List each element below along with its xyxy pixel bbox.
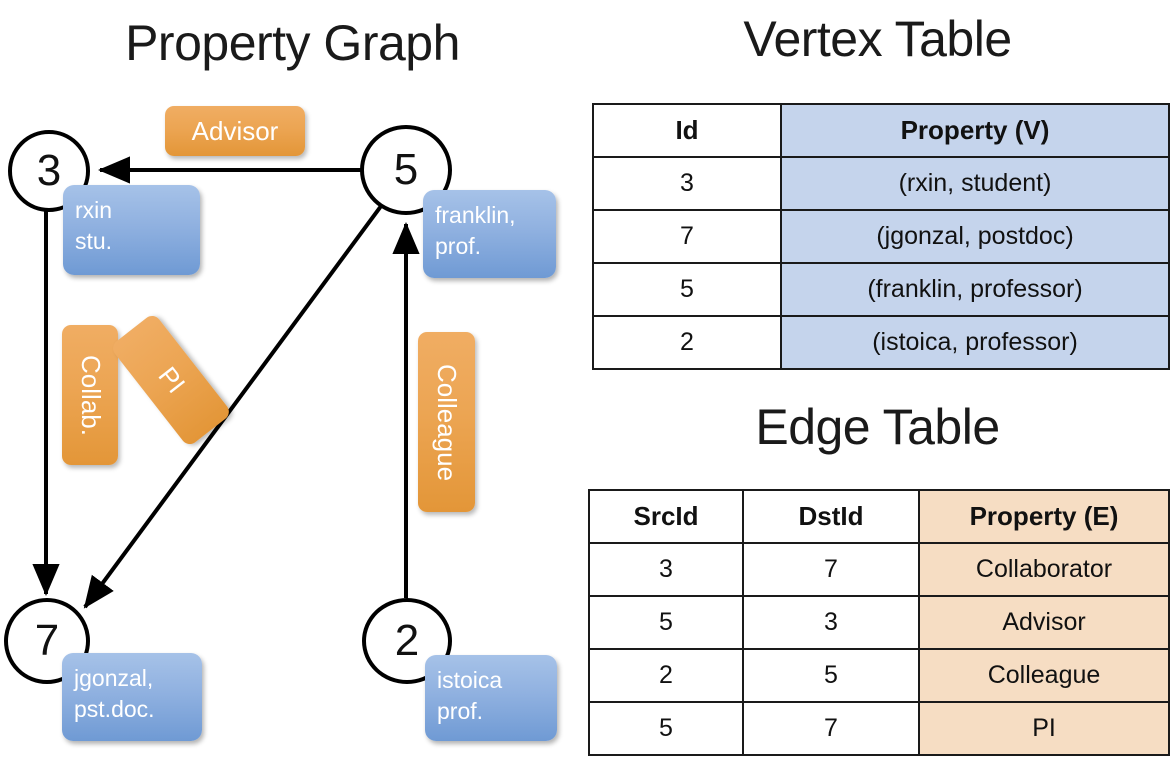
edge-cell-srcid: 5 — [588, 595, 744, 650]
vertex-table: Id Property (V) 3 (rxin, student) 7 (jgo… — [592, 103, 1170, 370]
node-property-box-istoica[interactable]: istoica prof. — [425, 655, 557, 741]
node-property-box-rxin[interactable]: rxin stu. — [63, 185, 200, 275]
node-property-jgonzal-line2: pst.doc. — [74, 696, 155, 723]
table-row[interactable]: 2 (istoica, professor) — [592, 315, 1170, 370]
edge-cell-property: Advisor — [918, 595, 1170, 650]
node-property-franklin-line2: prof. — [435, 233, 482, 260]
table-row[interactable]: 2 5 Colleague — [588, 648, 1170, 703]
node-property-rxin-line2: stu. — [75, 228, 113, 255]
node-property-istoica-line2: prof. — [437, 698, 484, 725]
node-property-istoica-line1: istoica — [437, 667, 503, 693]
page-title-vertex-table: Vertex Table — [743, 11, 1012, 67]
vertex-cell-id: 3 — [592, 156, 782, 211]
edge-label-collab-text: Collab. — [75, 354, 106, 436]
edge-table-header-dstid: DstId — [742, 489, 920, 544]
graph-node-2[interactable]: 2 — [362, 598, 452, 684]
graph-node-2-label: 2 — [394, 616, 420, 665]
table-row[interactable]: 3 7 Collaborator — [588, 542, 1170, 597]
edge-label-colleague[interactable]: Colleague — [418, 332, 475, 512]
page-title-property-graph: Property Graph — [125, 15, 460, 71]
edge-label-advisor[interactable]: Advisor — [165, 106, 305, 156]
edge-label-colleague-text: Colleague — [432, 363, 462, 481]
edge-cell-dstid: 3 — [742, 595, 920, 650]
edge-cell-property: Collaborator — [918, 542, 1170, 597]
graph-node-5[interactable]: 5 — [360, 125, 452, 215]
vertex-cell-id: 2 — [592, 315, 782, 370]
edge-cell-property: PI — [918, 701, 1170, 756]
vertex-cell-property: (jgonzal, postdoc) — [780, 209, 1170, 264]
node-property-jgonzal-line1: jgonzal, — [74, 665, 154, 691]
edge-5-to-7 — [83, 200, 386, 609]
edge-cell-property: Colleague — [918, 648, 1170, 703]
table-row[interactable]: 7 (jgonzal, postdoc) — [592, 209, 1170, 264]
graph-node-3-label: 3 — [36, 146, 62, 195]
edge-table-header-row: SrcId DstId Property (E) — [588, 489, 1170, 544]
edge-label-collab[interactable]: Collab. — [62, 325, 118, 465]
edge-table-header-srcid: SrcId — [588, 489, 744, 544]
node-property-franklin-line1: franklin, — [435, 202, 516, 228]
edge-cell-dstid: 5 — [742, 648, 920, 703]
table-row[interactable]: 3 (rxin, student) — [592, 156, 1170, 211]
node-property-box-jgonzal[interactable]: jgonzal, pst.doc. — [62, 653, 202, 741]
edge-cell-srcid: 5 — [588, 701, 744, 756]
vertex-cell-id: 5 — [592, 262, 782, 317]
vertex-cell-id: 7 — [592, 209, 782, 264]
vertex-cell-property: (franklin, professor) — [780, 262, 1170, 317]
page-title-edge-table: Edge Table — [755, 399, 1000, 455]
edge-table-header-property: Property (E) — [918, 489, 1170, 544]
graph-node-5-label: 5 — [393, 145, 419, 194]
edge-label-advisor-text: Advisor — [191, 115, 279, 146]
node-property-box-franklin[interactable]: franklin, prof. — [423, 190, 556, 278]
vertex-cell-property: (istoica, professor) — [780, 315, 1170, 370]
edge-cell-srcid: 3 — [588, 542, 744, 597]
edge-cell-dstid: 7 — [742, 701, 920, 756]
table-row[interactable]: 5 7 PI — [588, 701, 1170, 756]
edge-cell-srcid: 2 — [588, 648, 744, 703]
vertex-table-header-property: Property (V) — [780, 103, 1170, 158]
edge-label-pi-text: PI — [152, 360, 191, 399]
graph-edges-svg — [32, 156, 420, 609]
edge-cell-dstid: 7 — [742, 542, 920, 597]
table-row[interactable]: 5 3 Advisor — [588, 595, 1170, 650]
property-graph-canvas: 3 5 7 2 rxin stu. franklin, prof. jgonza… — [4, 106, 557, 741]
edge-table: SrcId DstId Property (E) 3 7 Collaborato… — [588, 489, 1170, 756]
vertex-table-header-row: Id Property (V) — [592, 103, 1170, 158]
node-property-rxin-line1: rxin — [75, 197, 113, 223]
vertex-table-header-id: Id — [592, 103, 782, 158]
vertex-cell-property: (rxin, student) — [780, 156, 1170, 211]
graph-node-7-label: 7 — [34, 616, 60, 665]
table-row[interactable]: 5 (franklin, professor) — [592, 262, 1170, 317]
